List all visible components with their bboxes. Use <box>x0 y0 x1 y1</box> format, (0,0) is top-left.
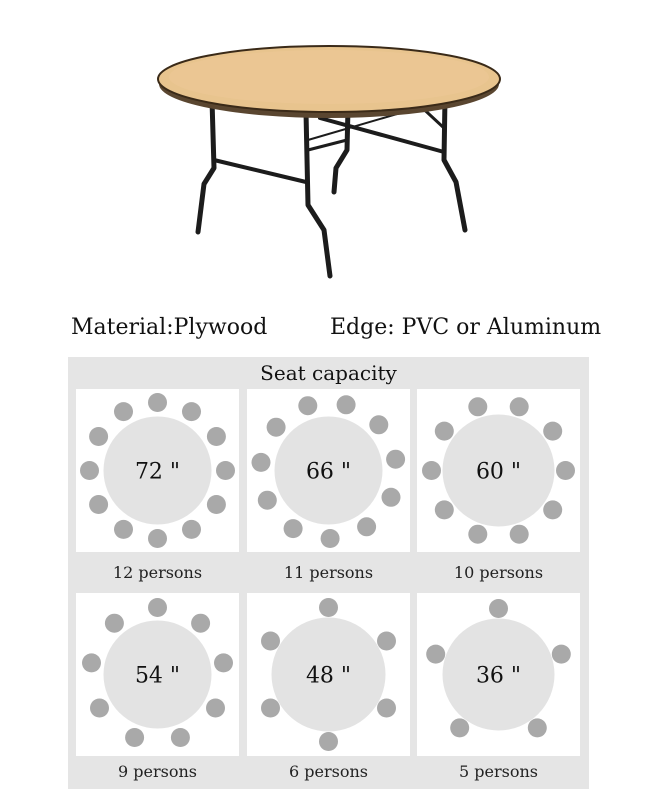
seat-dot <box>434 500 454 520</box>
seat-dot <box>148 393 167 412</box>
seat-dot <box>527 718 547 738</box>
seat-dot <box>336 395 356 415</box>
table-size-label: 54 " <box>135 664 180 689</box>
persons-label: 11 persons <box>283 563 374 582</box>
seat-dot <box>320 529 340 548</box>
seat-dot <box>104 613 124 633</box>
seat-capacity-title: Seat capacity <box>260 361 397 385</box>
seat-dot <box>206 427 226 446</box>
seat-dot <box>369 415 389 435</box>
persons-label: 5 persons <box>459 762 538 781</box>
seat-dot <box>468 524 488 544</box>
seat-dot <box>82 653 101 673</box>
seat-dot <box>450 718 470 738</box>
seat-dot <box>319 732 338 751</box>
seat-dot <box>509 524 529 544</box>
seat-dot <box>386 449 406 469</box>
material-spec: Material:Plywood <box>71 315 268 340</box>
persons-label: 6 persons <box>289 762 368 781</box>
seat-dot <box>377 698 396 718</box>
seat-diagram-1: 72 " <box>76 389 239 552</box>
table-size-label: 66 " <box>306 460 351 485</box>
seat-dot <box>90 698 109 718</box>
seat-dot <box>257 490 277 510</box>
seat-dot <box>266 417 286 437</box>
seat-dot <box>468 397 488 417</box>
seat-dot <box>216 461 235 480</box>
seat-dot <box>251 452 271 472</box>
seat-diagram-2: 66 " <box>247 389 410 552</box>
table-legs <box>195 95 468 279</box>
seat-dot <box>319 598 338 617</box>
seat-dot <box>489 599 508 618</box>
seat-diagram-4: 54 " <box>76 593 239 756</box>
seat-dot <box>509 397 529 417</box>
seat-dot <box>261 631 280 651</box>
table-size-label: 60 " <box>476 460 521 485</box>
seat-dot <box>357 517 377 537</box>
seat-dot <box>422 461 441 480</box>
seat-dot <box>543 421 563 441</box>
seat-dot <box>298 396 318 416</box>
table-circle <box>103 416 212 525</box>
table-size-label: 48 " <box>306 664 351 689</box>
seat-dot <box>89 495 109 514</box>
seat-dot <box>182 402 201 422</box>
seat-diagram-3: 60 " <box>417 389 580 552</box>
seat-diagram-6: 36 " <box>417 593 580 756</box>
table-size-label: 36 " <box>476 664 521 689</box>
seat-dot <box>543 500 563 520</box>
seat-capacity-panel: Seat capacity 72 " 12 persons 66 " 11 perso… <box>68 357 589 789</box>
table-circle <box>271 617 386 732</box>
seat-dot <box>170 728 190 747</box>
persons-label: 9 persons <box>118 762 197 781</box>
seat-dot <box>261 698 280 718</box>
seat-dot <box>206 495 226 514</box>
table-circle <box>442 414 555 527</box>
seat-dot <box>206 698 225 718</box>
persons-label: 10 persons <box>453 563 544 582</box>
seat-dot <box>556 461 575 480</box>
table-product-image <box>157 45 501 279</box>
seat-dot <box>182 519 201 539</box>
seat-dot <box>80 461 99 480</box>
seat-dot <box>114 402 133 422</box>
seat-dot <box>551 644 571 664</box>
seat-dot <box>214 653 233 673</box>
seat-dot <box>125 728 145 747</box>
table-circle <box>103 620 212 729</box>
seat-dot <box>191 613 211 633</box>
seat-dot <box>434 421 454 441</box>
seat-dot <box>377 631 396 651</box>
seat-dot <box>381 487 401 507</box>
table-circle <box>274 416 383 525</box>
persons-label: 12 persons <box>112 563 203 582</box>
seat-dot <box>283 519 303 539</box>
table-size-label: 72 " <box>135 460 180 485</box>
seat-dot <box>114 519 133 539</box>
table-circle <box>442 618 555 731</box>
seat-dot <box>148 529 167 548</box>
edge-spec: Edge: PVC or Aluminum <box>330 315 602 340</box>
seat-dot <box>148 598 167 617</box>
seat-dot <box>426 644 446 664</box>
seat-diagram-5: 48 " <box>247 593 410 756</box>
seat-dot <box>89 427 109 446</box>
